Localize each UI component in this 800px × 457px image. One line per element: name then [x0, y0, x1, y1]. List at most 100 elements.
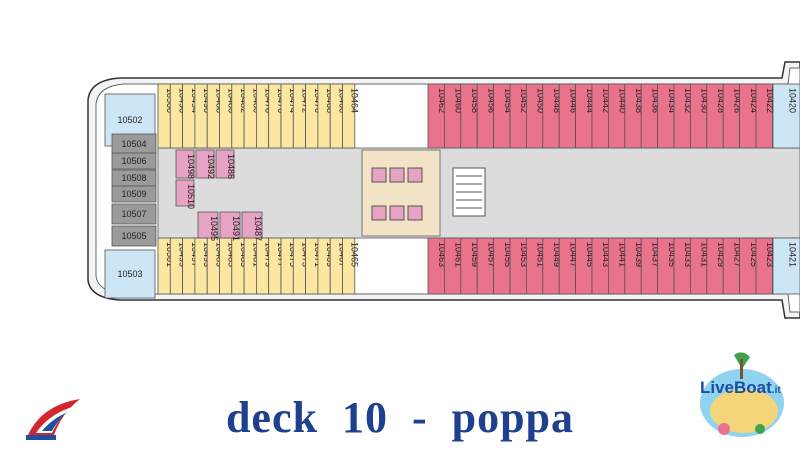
cabin-number: 10442	[601, 88, 611, 113]
cabin-number: 10463	[437, 242, 447, 267]
cabin-stern-gray[interactable]: 10504	[111, 133, 157, 155]
cabin-top[interactable]: 10452	[509, 83, 529, 149]
cabin-number: 10435	[667, 242, 677, 267]
cabin-number: 10509	[121, 189, 146, 199]
cabin-top[interactable]: 10444	[575, 83, 595, 149]
cabin-top-end[interactable]: 10420	[772, 83, 800, 149]
deck-plan: 10502 10503 10504 10506 10508 10509 10507 10505…	[87, 61, 800, 319]
cabin-center[interactable]: 10510	[175, 179, 196, 209]
liveboat-suffix: .it	[771, 385, 781, 396]
cabin-bottom[interactable]: 10433	[673, 237, 693, 295]
cabin-stern-gray[interactable]: 10507	[111, 203, 157, 225]
cabin-bottom[interactable]: 10465	[342, 237, 360, 295]
cabin-number: 10460	[454, 88, 464, 113]
cabin-number: 10444	[585, 88, 595, 113]
cabin-number: 10424	[749, 88, 759, 113]
cabin-center[interactable]: 10495	[197, 211, 219, 241]
cabin-bottom[interactable]: 10457	[476, 237, 496, 295]
cabin-stern-gray[interactable]: 10509	[111, 185, 157, 203]
cabin-number: 10507	[121, 209, 146, 219]
cabin-top[interactable]: 10430	[690, 83, 710, 149]
cabin-number: 10437	[650, 242, 660, 267]
cabin-number: 10436	[650, 88, 660, 113]
cabin-number: 10434	[667, 88, 677, 113]
cabin-number: 10454	[503, 88, 513, 113]
stairs	[452, 167, 486, 217]
cabin-number: 10504	[121, 139, 146, 149]
cabin-center[interactable]: 10486	[215, 149, 236, 179]
cabin-number: 10428	[716, 88, 726, 113]
cabin-number: 10452	[519, 88, 529, 113]
cabin-number: 10505	[121, 231, 146, 241]
cabin-top[interactable]: 10464	[342, 83, 360, 149]
cabin-number: 10459	[470, 242, 480, 267]
cabin-number: 10461	[454, 242, 464, 267]
cabin-number: 10432	[683, 88, 693, 113]
page-title: deck 10 - poppa	[225, 393, 575, 442]
cabin-number: 10486	[226, 154, 236, 179]
cabin-number: 10457	[486, 242, 496, 267]
cabin-number: 10433	[683, 242, 693, 267]
cabin-stern-gray[interactable]: 10508	[111, 169, 157, 187]
cabin-number: 10422	[765, 88, 775, 113]
cabin-number: 10458	[470, 88, 480, 113]
cabin-number: 10431	[700, 242, 710, 267]
cabin-number: 10450	[536, 88, 546, 113]
cabin-stern-gray[interactable]: 10506	[111, 152, 157, 170]
cabin-number: 10491	[231, 216, 241, 241]
cabin-top[interactable]: 10438	[624, 83, 644, 149]
elevators	[371, 167, 423, 221]
cabin-number: 10508	[121, 173, 146, 183]
cabin-center[interactable]: 10498	[175, 149, 196, 179]
lounge-area	[361, 149, 441, 237]
cabin-number: 10423	[765, 242, 775, 267]
cabin-number: 10421	[788, 242, 798, 267]
cabin-bottom[interactable]: 10445	[575, 237, 595, 295]
cabin-number: 10465	[350, 242, 360, 267]
cabin-center[interactable]: 10492	[195, 149, 216, 179]
cabin-stern-gray[interactable]: 10505	[111, 225, 157, 247]
cabin-number: 10445	[585, 242, 595, 267]
cabin-top[interactable]: 10422	[755, 83, 775, 149]
cabin-number: 10440	[618, 88, 628, 113]
cabin-number: 10495	[209, 216, 219, 241]
cabin-number: 10425	[749, 242, 759, 267]
cabin-number: 10426	[732, 88, 742, 113]
cabin-bottom[interactable]: 10427	[722, 237, 742, 295]
cabin-number: 10462	[437, 88, 447, 113]
cabin-number: 10451	[536, 242, 546, 267]
cabin-number: 10429	[716, 242, 726, 267]
cabin-number: 10439	[634, 242, 644, 267]
cabin-number: 10449	[552, 242, 562, 267]
cabin-number: 10448	[552, 88, 562, 113]
cabin-number: 10464	[350, 88, 360, 113]
cabin-number: 10502	[117, 115, 142, 125]
cabin-number: 10453	[519, 242, 529, 267]
cabin-bottom[interactable]: 10423	[755, 237, 775, 295]
cabin-number: 10492	[206, 154, 216, 179]
cabin-bottom[interactable]: 10453	[509, 237, 529, 295]
cabin-number: 10498	[186, 154, 196, 179]
cabin-top[interactable]: 10426	[722, 83, 742, 149]
liveboat-logo-text: LiveBoat.it	[700, 378, 781, 398]
cabin-top[interactable]: 10428	[706, 83, 726, 149]
cabin-number: 10506	[121, 156, 146, 166]
cabin-number: 10443	[601, 242, 611, 267]
cabin-number: 10503	[117, 269, 142, 279]
cabin-number: 10446	[568, 88, 578, 113]
cabin-center[interactable]: 10487	[241, 211, 263, 241]
cabin-number: 10510	[186, 184, 196, 209]
cabin-bottom-end[interactable]: 10421	[772, 237, 800, 295]
carnival-logo-icon	[26, 399, 80, 440]
liveboat-logo-icon	[700, 352, 784, 437]
cabin-center[interactable]: 10491	[219, 211, 241, 241]
cabin-stern-bottom[interactable]: 10503	[104, 249, 156, 299]
liveboat-label: LiveBoat	[700, 378, 772, 397]
cabin-number: 10456	[486, 88, 496, 113]
cabin-number: 10487	[253, 216, 263, 241]
cabin-number: 10427	[732, 242, 742, 267]
cabin-number: 10455	[503, 242, 513, 267]
cabin-number: 10420	[788, 88, 798, 113]
cabin-number: 10441	[618, 242, 628, 267]
cabin-number: 10438	[634, 88, 644, 113]
